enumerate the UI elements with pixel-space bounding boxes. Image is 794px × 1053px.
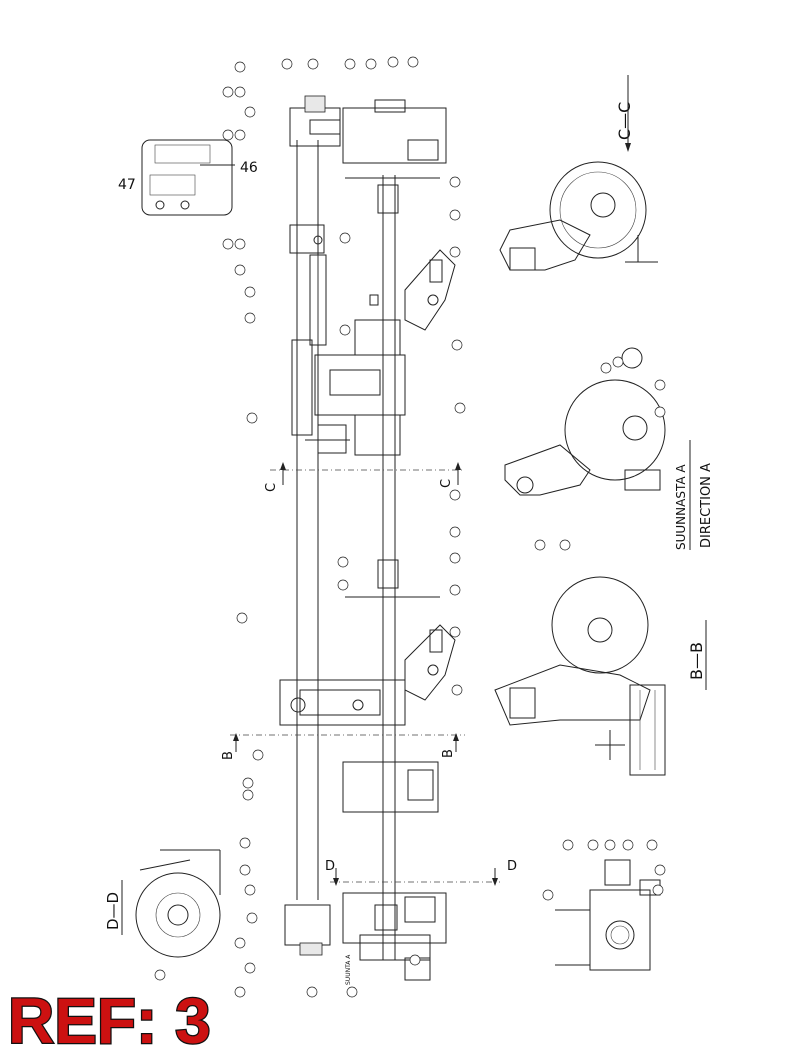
callout-47: 47 [118, 177, 136, 193]
section-b-left-label: B [221, 751, 236, 760]
detail-bracket [555, 859, 661, 971]
section-b-markers: B B [221, 733, 459, 760]
section-c-right-label: C [439, 479, 454, 488]
control-panel-detail: 46 47 [118, 139, 258, 216]
view-d-d-title: D—D [104, 892, 122, 930]
ref-label: REF: 3 [8, 985, 211, 1053]
view-b-b: B—B [494, 576, 707, 776]
suunnasta-a-label: SUUNNASTA A [674, 464, 688, 550]
section-d-left-label: D [325, 859, 335, 874]
suunta-a-label: SUUNTA A [345, 954, 352, 985]
section-b-right-label: B [441, 749, 456, 758]
view-c-c: C—C [499, 75, 658, 271]
section-c-left-label: C [264, 483, 279, 492]
main-shaft-assembly [230, 95, 500, 981]
section-d-markers: D D [325, 859, 517, 886]
view-direction-a: SUUNNASTA A DIRECTION A [504, 347, 714, 550]
view-b-b-title: B—B [687, 642, 706, 680]
section-c-markers: C C [264, 462, 461, 492]
view-d-d: D—D [104, 849, 221, 958]
callout-46: 46 [240, 160, 258, 176]
balloon-callouts [154, 56, 666, 998]
section-d-right-label: D [507, 859, 517, 874]
direction-a-label: DIRECTION A [699, 463, 714, 548]
view-c-c-title: C—C [615, 102, 634, 140]
